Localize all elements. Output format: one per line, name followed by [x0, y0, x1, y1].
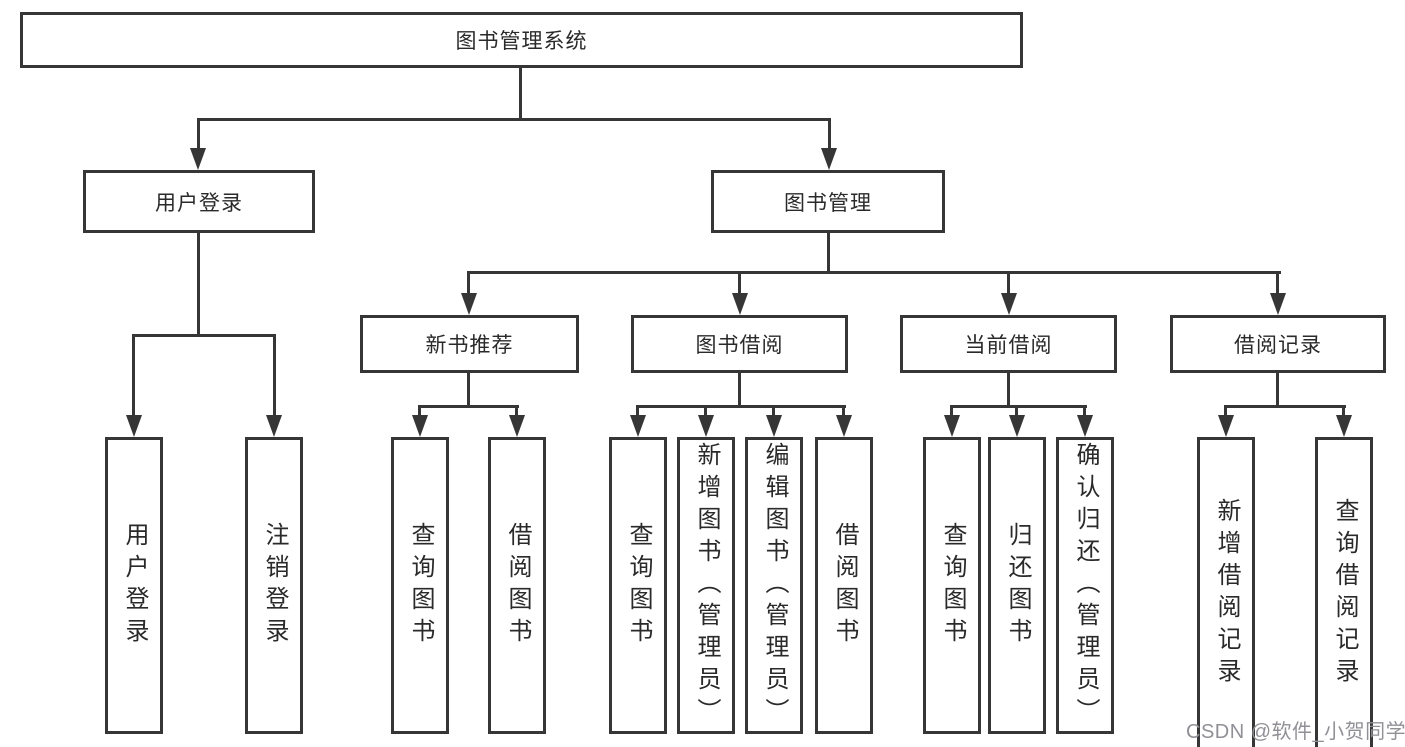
csdn-watermark: CSDN @软件_小贺同学 — [1186, 721, 1405, 743]
connector-line — [519, 68, 522, 120]
connector-line — [515, 405, 518, 417]
leaf-edit-books-admin: 编辑图书（管理员） — [745, 437, 803, 734]
leaf-borrow-books-recommend: 借阅图书 — [488, 437, 546, 734]
arrowhead-icon — [126, 415, 142, 437]
node-label: 用户登录 — [155, 191, 243, 215]
connector-line — [1224, 405, 1227, 417]
connector-line — [842, 405, 845, 417]
leaf-query-borrow-record: 查询借阅记录 — [1315, 437, 1373, 747]
arrowhead-icon — [190, 148, 206, 170]
node-label: 借阅图书 — [504, 521, 531, 650]
connector-line — [467, 271, 470, 295]
node-book-borrowing: 图书借阅 — [631, 315, 848, 373]
arrowhead-icon — [1001, 293, 1017, 315]
arrowhead-icon — [1270, 293, 1286, 315]
node-borrowing-records: 借阅记录 — [1170, 315, 1386, 373]
connector-line — [772, 405, 775, 417]
connector-line — [132, 334, 135, 416]
connector-line — [1083, 405, 1086, 417]
arrowhead-icon — [766, 415, 782, 437]
connector-line — [1007, 373, 1010, 408]
node-label: 用户登录 — [121, 521, 148, 650]
arrowhead-icon — [630, 415, 646, 437]
connector-line — [132, 334, 276, 337]
arrowhead-icon — [836, 415, 852, 437]
connector-line — [197, 118, 200, 152]
node-label: 新书推荐 — [425, 334, 514, 357]
connector-line — [827, 233, 830, 274]
leaf-return-books: 归还图书 — [988, 437, 1046, 734]
connector-line — [1276, 373, 1279, 408]
arrowhead-icon — [1077, 415, 1093, 437]
node-label: 查询图书 — [625, 521, 652, 650]
connector-line — [1015, 405, 1018, 417]
connector-line — [467, 373, 470, 408]
node-label: 查询图书 — [407, 521, 434, 650]
connector-line — [950, 405, 953, 417]
arrowhead-icon — [732, 293, 748, 315]
connector-line — [197, 118, 831, 121]
connector-line — [636, 405, 639, 417]
arrowhead-icon — [412, 415, 428, 437]
node-label: 新增借阅记录 — [1213, 497, 1240, 690]
connector-line — [738, 373, 741, 408]
leaf-user-login: 用户登录 — [105, 437, 163, 734]
node-book-management: 图书管理 — [711, 170, 945, 233]
arrowhead-icon — [1336, 415, 1352, 437]
arrowhead-icon — [944, 415, 960, 437]
connector-line — [1224, 405, 1346, 408]
arrowhead-icon — [821, 148, 837, 170]
connector-line — [738, 271, 741, 295]
node-label: 注销登录 — [261, 521, 288, 650]
node-label: 借阅记录 — [1234, 334, 1322, 357]
node-label: 当前借阅 — [964, 334, 1053, 357]
node-label: 新增图书（管理员） — [693, 441, 720, 730]
arrowhead-icon — [266, 415, 282, 437]
connector-line — [197, 233, 200, 337]
connector-line — [1276, 271, 1279, 295]
node-user-login: 用户登录 — [83, 170, 315, 233]
arrowhead-icon — [509, 415, 525, 437]
node-label: 图书管理 — [784, 191, 872, 215]
node-library-management-system: 图书管理系统 — [20, 12, 1023, 68]
node-label: 借阅图书 — [831, 521, 858, 650]
connector-line — [418, 405, 421, 417]
connector-line — [467, 271, 1281, 274]
node-label: 图书借阅 — [695, 334, 784, 357]
leaf-query-books-recommend: 查询图书 — [391, 437, 449, 734]
node-current-borrowing: 当前借阅 — [900, 315, 1117, 373]
arrowhead-icon — [1218, 415, 1234, 437]
connector-line — [828, 118, 831, 152]
connector-line — [704, 405, 707, 417]
leaf-add-books-admin: 新增图书（管理员） — [677, 437, 735, 734]
leaf-query-books-borrow: 查询图书 — [609, 437, 667, 734]
arrowhead-icon — [698, 415, 714, 437]
node-label: 图书管理系统 — [455, 30, 588, 53]
node-label: 编辑图书（管理员） — [761, 441, 788, 730]
connector-line — [1007, 271, 1010, 295]
node-label: 查询借阅记录 — [1331, 497, 1358, 690]
leaf-query-books-current: 查询图书 — [923, 437, 981, 734]
connector-line — [1342, 405, 1345, 417]
node-label: 确认归还（管理员） — [1072, 441, 1099, 730]
connector-line — [636, 405, 846, 408]
node-label: 查询图书 — [939, 521, 966, 650]
node-new-book-recommendation: 新书推荐 — [360, 315, 579, 373]
leaf-confirm-return-admin: 确认归还（管理员） — [1056, 437, 1114, 734]
node-label: 归还图书 — [1004, 521, 1031, 650]
connector-line — [418, 405, 519, 408]
leaf-borrow-books: 借阅图书 — [815, 437, 873, 734]
connector-line — [950, 405, 1087, 408]
arrowhead-icon — [461, 293, 477, 315]
leaf-add-borrow-record: 新增借阅记录 — [1197, 437, 1255, 747]
connector-line — [273, 334, 276, 416]
leaf-logout: 注销登录 — [245, 437, 303, 734]
arrowhead-icon — [1009, 415, 1025, 437]
